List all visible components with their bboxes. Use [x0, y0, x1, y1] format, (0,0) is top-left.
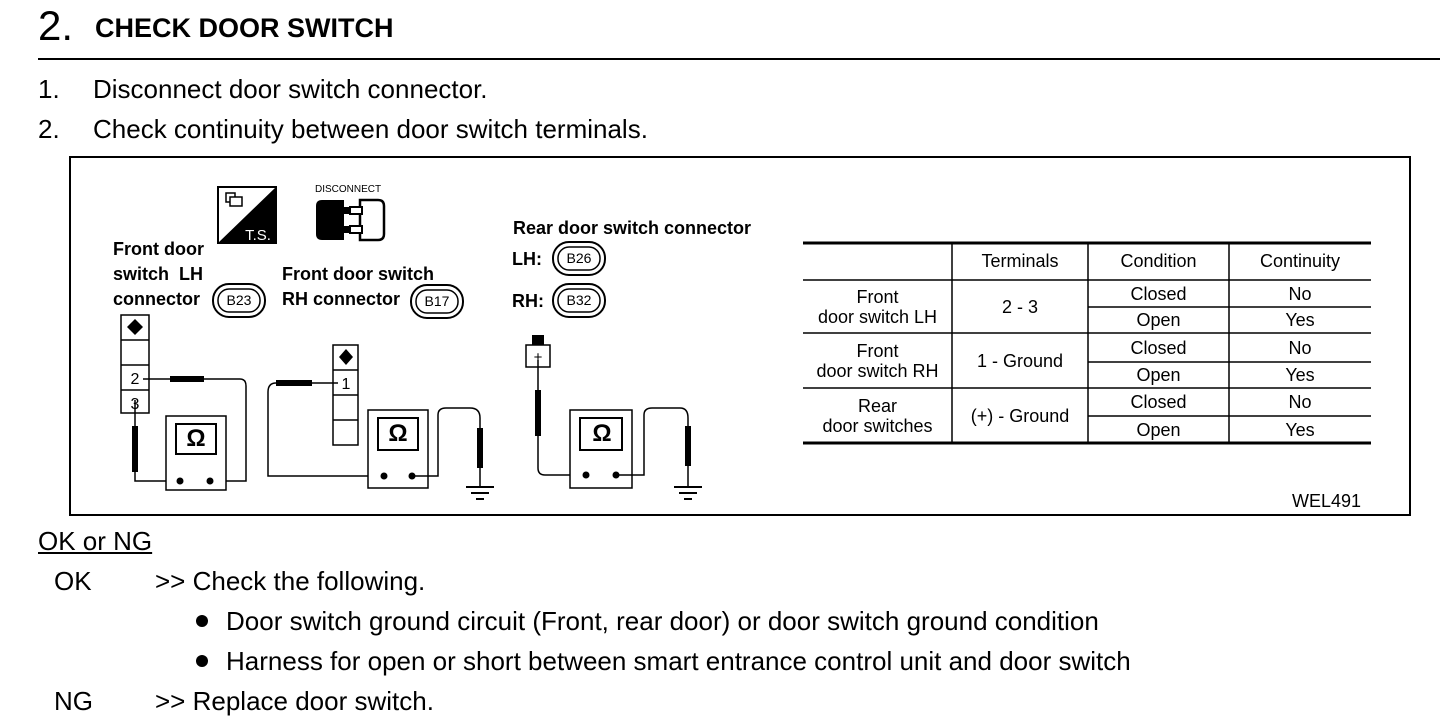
rear-ohm-symbol: Ω [592, 420, 612, 447]
ts-icon: T.S. [217, 186, 277, 244]
rh-label-line2: RH connector [282, 289, 401, 309]
condition-cell: Open [1136, 365, 1181, 385]
table-row: Open Yes [803, 362, 1371, 388]
figure-id: WEL491 [1292, 491, 1362, 511]
terminals-cell: 2 - 3 [1001, 296, 1039, 317]
ok-text: >> Check the following. [155, 566, 426, 596]
bullet-dot [196, 615, 208, 627]
rh-ohm-symbol: Ω [388, 420, 408, 447]
lh-label-line2: switch LH [113, 264, 204, 284]
condition-cell: Closed [1130, 283, 1187, 304]
continuity-cell: No [1288, 337, 1312, 358]
rh-pin-1: 1 [342, 376, 351, 393]
rh-meter [267, 380, 494, 500]
condition-cell: Open [1136, 419, 1181, 440]
header-continuity: Continuity [1259, 251, 1341, 271]
table-header-row: Terminals Condition Continuity [803, 242, 1371, 280]
table-row: Open Yes [803, 416, 1371, 443]
ng-label: NG [54, 686, 93, 716]
continuity-cell: Yes [1285, 365, 1315, 385]
code-b26: B26 [566, 250, 592, 266]
ok-label: OK [54, 566, 92, 596]
ok-bullet-1: Door switch ground circuit (Front, rear … [196, 606, 1099, 636]
bullet-dot [196, 655, 208, 667]
header-rule [38, 58, 1440, 60]
continuity-cell: Yes [1285, 419, 1315, 440]
connector-badge-b23 [212, 283, 266, 318]
step-number: 2. [38, 2, 74, 49]
lh-label-line1: Front door [113, 239, 204, 259]
ts-label: T.S. [245, 227, 271, 244]
table-rules [803, 241, 1371, 445]
rear-connector-title: Rear door switch connector [513, 218, 752, 238]
code-b32: B32 [566, 292, 592, 308]
result-heading: OK or NG [38, 526, 153, 556]
condition-cell: Closed [1130, 337, 1187, 358]
continuity-cell: No [1288, 283, 1312, 304]
svg-text:DISCONNECT: DISCONNECT [315, 184, 381, 195]
rh-label-line1: Front door switch [282, 264, 434, 284]
ng-text: >> Replace door switch. [155, 686, 434, 716]
header-terminals: Terminals [981, 251, 1059, 271]
lh-label-line3: connector [113, 289, 201, 309]
rear-pin-plus: + [534, 349, 543, 366]
terminals-cell: (+) - Ground [970, 405, 1070, 426]
lh-connector: 2 3 [120, 314, 150, 414]
rear-meter [535, 360, 702, 500]
terminals-cell: 1 - Ground [976, 350, 1064, 371]
condition-cell: Open [1136, 310, 1181, 330]
condition-cell: Closed [1130, 392, 1187, 412]
table-row: Open Yes [803, 307, 1371, 333]
figure-box [69, 156, 1411, 516]
continuity-cell: Yes [1285, 310, 1315, 330]
connector-badge-b26 [552, 241, 606, 276]
connector-badge-b17 [410, 284, 464, 319]
code-b17: B17 [424, 293, 450, 309]
continuity-cell: No [1288, 392, 1312, 412]
lh-meter [132, 376, 247, 491]
rear-connector: + [525, 335, 551, 368]
connector-badge-b32 [552, 283, 606, 318]
lh-ohm-symbol: Ω [186, 425, 206, 452]
rear-rh-label: RH: [512, 291, 544, 311]
disconnect-icon: DISCONNECT [315, 184, 386, 242]
rear-lh-label: LH: [512, 249, 542, 269]
code-b23: B23 [226, 292, 252, 308]
lh-pin-2: 2 [131, 371, 140, 388]
step-title: CHECK DOOR SWITCH [95, 13, 394, 43]
ok-bullet-2: Harness for open or short between smart … [196, 646, 1131, 676]
rh-connector: 1 [332, 344, 359, 446]
header-condition: Condition [1120, 251, 1197, 271]
